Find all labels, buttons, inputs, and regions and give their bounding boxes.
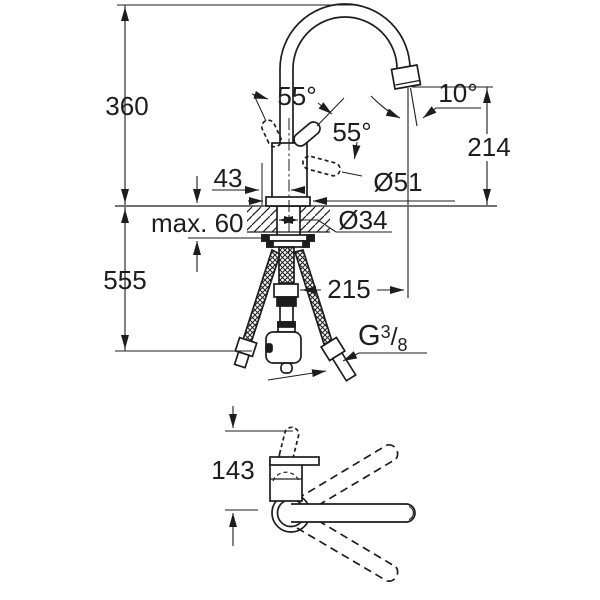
- dim-label-360: 360: [105, 91, 149, 121]
- dim-label-55-side: 55°: [332, 117, 372, 147]
- dim-label-10deg: 10°: [438, 78, 478, 108]
- dim-360: [117, 4, 355, 205]
- counter-section: [115, 205, 497, 239]
- lever-angle-leaders: [251, 91, 363, 177]
- dim-o34: [279, 216, 392, 233]
- stream-lines: [407, 87, 418, 298]
- dim-label-43: 43: [213, 163, 243, 193]
- front-view: [115, 3, 497, 382]
- dim-10deg: [370, 95, 481, 119]
- pullout-hose-weight: [265, 283, 302, 374]
- dim-label-215: 215: [321, 275, 377, 304]
- plan-view: [225, 406, 416, 582]
- spout-outlet: [390, 64, 422, 90]
- dim-label-214: 214: [460, 133, 518, 162]
- dim-label-555: 555: [103, 265, 147, 295]
- plan-body: [269, 456, 320, 502]
- mounting-hardware: [261, 234, 315, 284]
- dim-label-55-upper: 55°: [277, 81, 317, 111]
- plan-spout-solid: [291, 503, 416, 523]
- dim-label-thread: G3/8: [358, 320, 408, 355]
- lever-dashed-side: [302, 155, 341, 177]
- supply-hoses: [233, 248, 357, 382]
- plan-lever-dashed: [278, 426, 300, 464]
- dim-label-143: 143: [211, 455, 255, 485]
- dim-143: [225, 406, 293, 546]
- dim-label-o51: Ø51: [373, 167, 423, 197]
- base-flange: [265, 196, 311, 207]
- dim-label-o34: Ø34: [338, 205, 388, 235]
- dim-555: [115, 207, 252, 352]
- thread-leaders: [267, 351, 427, 381]
- dim-label-max60: max. 60: [151, 208, 244, 238]
